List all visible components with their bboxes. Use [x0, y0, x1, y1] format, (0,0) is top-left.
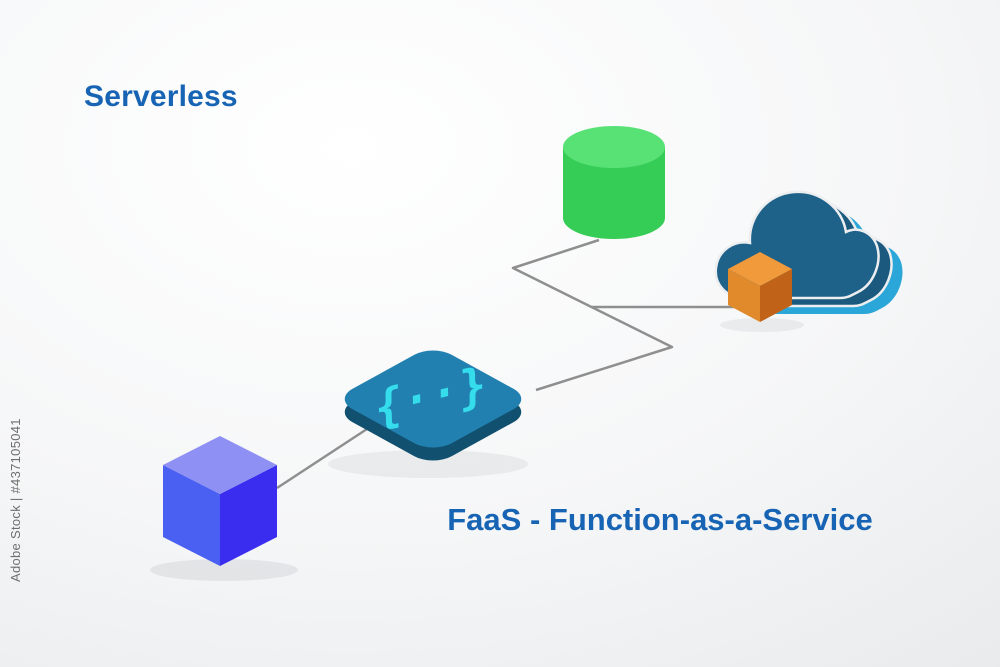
function-tile-top: [344, 350, 522, 448]
orange-cube-icon: [728, 252, 792, 322]
page-title: Serverless: [84, 80, 238, 113]
blue-cube-right-face: [220, 465, 277, 566]
orange-cube-top-face: [728, 252, 792, 286]
blue-cube-top-face: [163, 436, 277, 494]
soft-shadows: [150, 318, 804, 581]
blue-cube-left-face: [163, 465, 220, 566]
function-tile-icon: {··}: [344, 350, 522, 461]
adobe-stock-watermark: Adobe Stock | #437105041: [8, 418, 23, 582]
cylinder-body: [563, 147, 665, 239]
blue-cube-shadow: [150, 559, 298, 581]
orange-cube-left-face: [728, 269, 760, 322]
connector-lines: [276, 238, 740, 490]
orange-cube-right-face: [760, 269, 792, 322]
blue-cube-icon: [163, 436, 277, 566]
tile-shadow: [328, 450, 528, 478]
orange-cube-shadow: [720, 318, 804, 332]
database-cylinder-icon: [563, 126, 665, 239]
cylinder-top: [563, 126, 665, 168]
caption-faas: FaaS - Function-as-a-Service: [447, 502, 873, 537]
